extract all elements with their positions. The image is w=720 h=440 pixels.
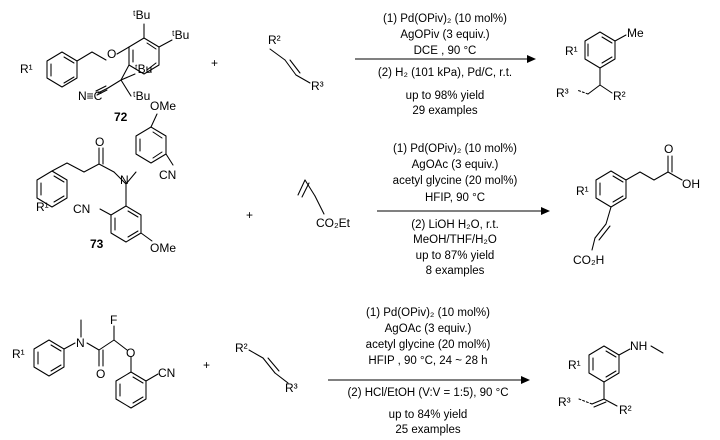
R1-label: R¹ — [568, 358, 581, 372]
fluorine-label: F — [110, 313, 117, 327]
condition-line: (2) HCl/EtOH (V:V = 1:5), 90 °C — [347, 387, 508, 399]
R2-label: R² — [235, 341, 248, 355]
product-2: O OH R¹ CO₂H — [573, 142, 700, 267]
tBu-label: ᵗBu — [133, 8, 150, 22]
tBu-label: ᵗBu — [133, 89, 150, 103]
carboxylic-acid-label: CO₂H — [573, 253, 604, 267]
condition-line: (1) Pd(OPiv)₂ (10 mol%) — [383, 13, 507, 25]
R2-label: R² — [619, 403, 632, 417]
condition-line: AgOAc (3 equiv.) — [385, 323, 472, 335]
condition-line: acetyl glycine (20 mol%) — [393, 175, 518, 187]
acrylate-reagent: CO₂Et — [297, 179, 351, 230]
nitrile-label: CN — [159, 168, 176, 182]
R2-label: R² — [268, 33, 281, 47]
condition-line: AgOAc (3 equiv.) — [412, 159, 499, 171]
conditions: (1) Pd(OPiv)₂ (10 mol%) AgOAc (3 equiv.)… — [347, 307, 508, 436]
condition-line: (2) LiOH H₂O, r.t. — [411, 219, 499, 231]
R2-label: R² — [613, 89, 626, 103]
R3-label: R³ — [311, 79, 324, 93]
yield-text: up to 98% yield — [406, 90, 485, 102]
examples-count: 29 examples — [412, 105, 477, 117]
reactant-72: O R¹ ᵗBu ᵗBu ᵗBu ᵗBu N≡C 72 — [20, 8, 189, 124]
plus-sign: + — [211, 56, 218, 70]
amine-label: NH — [630, 339, 647, 353]
row-3: N O F O R¹ CN + R² R³ (1) Pd(OPiv)₂ ( — [12, 307, 664, 436]
reactant-3: N O F O R¹ CN — [12, 313, 175, 409]
benzene-ring — [36, 170, 68, 208]
condition-line: DCE , 90 °C — [414, 45, 477, 57]
condition-line: HFIP, 90 °C — [425, 192, 485, 204]
amide-nitrogen-label: N — [120, 173, 129, 187]
nitrile-label: N≡C — [78, 89, 103, 103]
methoxy-label: OMe — [150, 241, 176, 255]
hydroxyl-label: OH — [682, 177, 700, 191]
compound-number-72: 72 — [114, 110, 128, 124]
product-1: Me R¹ R² R³ — [556, 26, 644, 103]
carbonyl-oxygen-label: O — [96, 367, 105, 381]
compound-number-73: 73 — [90, 237, 104, 251]
R1-label: R¹ — [576, 184, 589, 198]
carbonyl-oxygen-label: O — [664, 142, 673, 156]
yield-text: up to 87% yield — [416, 250, 495, 262]
condition-line: acetyl glycine (20 mol%) — [366, 339, 491, 351]
methyl-label: Me — [627, 26, 644, 40]
R3-label: R³ — [285, 381, 298, 395]
R1-label: R¹ — [565, 44, 578, 58]
reaction-arrow — [328, 376, 530, 384]
condition-line: (2) H₂ (101 kPa), Pd/C, r.t. — [378, 67, 512, 79]
tBu-label: ᵗBu — [172, 28, 189, 42]
methoxy-label: OMe — [150, 99, 176, 113]
condition-line: MeOH/THF/H₂O — [413, 234, 497, 246]
row-2: O N R¹ OMe CN CN OMe 73 + — [36, 99, 700, 277]
row-1: O R¹ ᵗBu ᵗBu ᵗBu ᵗBu N≡C 72 + — [20, 8, 644, 124]
condition-line: AgOPiv (3 equiv.) — [400, 29, 489, 41]
product-3: NH R¹ R² R³ — [558, 339, 664, 417]
ether-oxygen-label: O — [107, 47, 116, 61]
R3-label: R³ — [556, 86, 569, 100]
plus-sign: + — [246, 208, 253, 222]
nitrile-label: CN — [73, 202, 90, 216]
examples-count: 25 examples — [395, 424, 460, 436]
reaction-arrow — [355, 55, 536, 63]
examples-count: 8 examples — [426, 265, 485, 277]
product-ring — [584, 31, 616, 69]
R1-label: R¹ — [20, 62, 33, 76]
conditions: (1) Pd(OPiv)₂ (10 mol%) AgOAc (3 equiv.)… — [393, 143, 518, 277]
condition-line: HFIP , 90 °C, 24 ~ 28 h — [368, 355, 487, 367]
yield-text: up to 84% yield — [389, 409, 468, 421]
R1-label: R¹ — [12, 347, 25, 361]
R3-label: R³ — [558, 395, 571, 409]
tBu-label: ᵗBu — [135, 62, 152, 76]
condition-line: (1) Pd(OPiv)₂ (10 mol%) — [393, 143, 517, 155]
ester-label: CO₂Et — [316, 216, 351, 230]
nitrile-label: CN — [158, 366, 175, 380]
R1-label: R¹ — [36, 200, 49, 214]
alkene-reagent: R² R³ — [268, 33, 324, 93]
plus-sign: + — [203, 358, 210, 372]
condition-line: (1) Pd(OPiv)₂ (10 mol%) — [366, 307, 490, 319]
conditions: (1) Pd(OPiv)₂ (10 mol%) AgOPiv (3 equiv.… — [378, 13, 512, 117]
reaction-arrow — [377, 207, 550, 215]
carbonyl-oxygen-label: O — [95, 135, 104, 149]
reactant-73: O N R¹ OMe CN CN OMe 73 — [36, 99, 176, 255]
alkene-reagent: R² R³ — [235, 341, 298, 395]
ether-oxygen-label: O — [126, 346, 135, 360]
anilide-nitrogen-label: N — [76, 336, 85, 350]
